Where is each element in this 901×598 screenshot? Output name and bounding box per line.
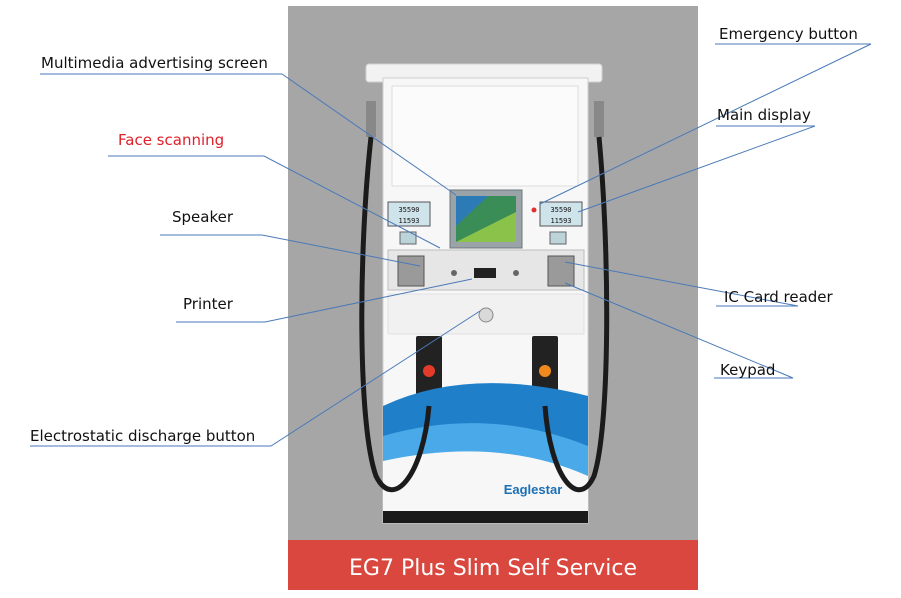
hose-right [542, 136, 610, 492]
label-main-display: Main display [717, 106, 811, 124]
esd-button [478, 307, 494, 323]
label-speaker: Speaker [172, 208, 234, 226]
emergency-button [531, 207, 537, 213]
label-printer: Printer [183, 295, 233, 313]
label-emergency-button: Emergency button [719, 25, 858, 43]
nozzle-red-handle [423, 365, 435, 377]
fuel-dispenser-illustration: 35590 11593 35590 11593 Eaglestar [359, 63, 610, 524]
display-left-digits-2: 11593 [398, 217, 419, 225]
label-esd-button: Electrostatic discharge button [30, 427, 256, 445]
display-right-digits: 35590 [550, 206, 571, 214]
display-left-digits: 35590 [398, 206, 419, 214]
display-right-digits-2: 11593 [550, 217, 571, 225]
product-banner: EG7 Plus Slim Self Service [288, 540, 698, 590]
speaker-grille [451, 270, 457, 276]
main-display-right [539, 201, 583, 227]
hose-holder-left [366, 101, 376, 137]
brand-logo: Eaglestar [504, 482, 563, 497]
hose-holder-right [594, 101, 604, 137]
label-multimedia-screen: Multimedia advertising screen [41, 54, 268, 72]
keypad-left [397, 255, 425, 287]
label-face-scanning: Face scanning [118, 131, 225, 149]
nozzle-orange-handle [539, 365, 551, 377]
printer-slot [474, 268, 496, 278]
label-keypad: Keypad [720, 361, 776, 379]
label-ic-card-reader: IC Card reader [724, 288, 833, 306]
keypad-right [547, 255, 575, 287]
